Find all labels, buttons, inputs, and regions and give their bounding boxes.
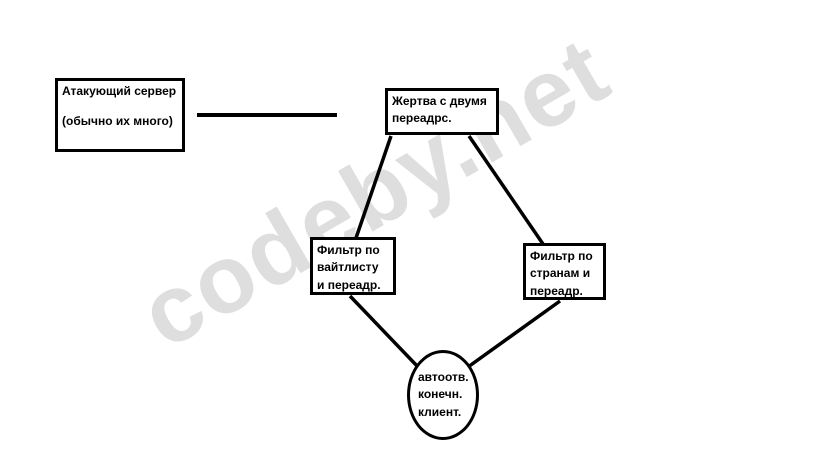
node-filter-country: Фильтр по странам и переадр. [523, 243, 606, 300]
attacker-server-label: Атакующий сервер [62, 84, 177, 98]
edge-victim-filter-country [467, 135, 545, 245]
filter-whitelist-label: Фильтр по вайтлисту и переадр. [317, 243, 381, 292]
filter-country-label: Фильтр по странам и переадр. [530, 249, 593, 298]
node-attacker-server: Атакующий сервер (обычно их много) [55, 78, 185, 152]
edge-filter-whitelist-client [348, 294, 421, 370]
client-label: автоотв. конечн. клиент. [418, 369, 469, 419]
edge-filter-country-client [466, 299, 562, 369]
attacker-server-note: (обычно их много) [62, 114, 173, 129]
victim-label: Жертва с двумя переадрс. [392, 94, 487, 126]
node-client-ellipse: автоотв. конечн. клиент. [407, 350, 479, 440]
node-filter-whitelist: Фильтр по вайтлисту и переадр. [310, 237, 396, 295]
edge-victim-filter-whitelist [354, 135, 393, 239]
node-victim: Жертва с двумя переадрс. [385, 88, 499, 135]
